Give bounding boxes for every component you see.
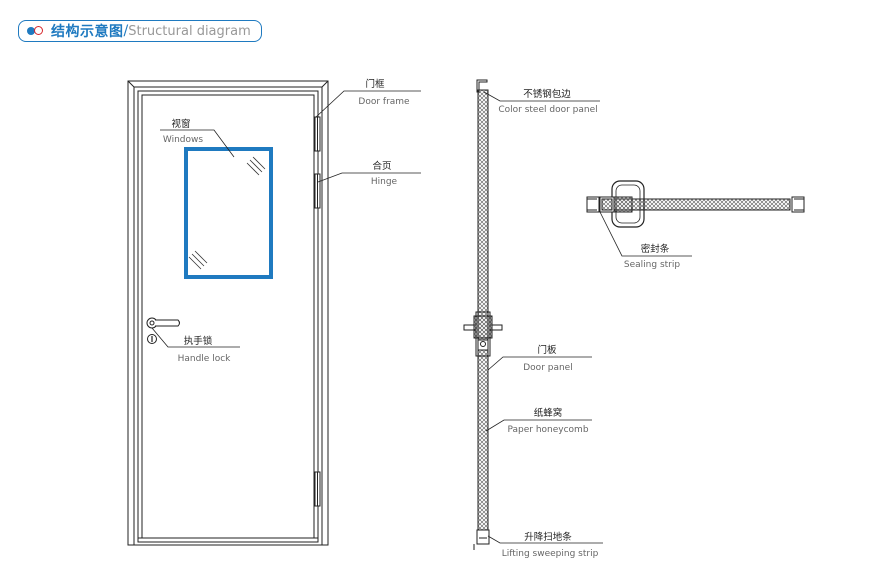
front-leader-lines bbox=[151, 90, 421, 348]
sealing-strip-leader bbox=[599, 211, 692, 257]
sealing-strip-label-zh: 密封条 bbox=[641, 243, 670, 255]
door-leaf-outer bbox=[137, 90, 319, 543]
side-door-panel bbox=[477, 89, 489, 531]
title-chinese: 结构示意图 bbox=[51, 24, 124, 40]
door-frame-inner bbox=[133, 86, 323, 546]
color-steel-label-en: Color steel door panel bbox=[498, 105, 597, 115]
sealing-strip-label-en: Sealing strip bbox=[624, 260, 680, 270]
section-title-badge: 结构示意图/Structural diagram bbox=[18, 20, 262, 42]
hinge-label-en: Hinge bbox=[371, 177, 398, 187]
lifting-strip-label-en: Lifting sweeping strip bbox=[502, 549, 599, 559]
windows-label-zh: 视窗 bbox=[171, 118, 190, 130]
windows-label-en: Windows bbox=[163, 135, 203, 145]
handle-lock-label-en: Handle lock bbox=[178, 354, 232, 364]
side-handle bbox=[463, 311, 503, 357]
door-panel-label-en: Door panel bbox=[523, 363, 572, 373]
door-front-view bbox=[127, 80, 329, 546]
color-steel-label-zh: 不锈钢包边 bbox=[523, 88, 571, 100]
paper-honeycomb-label-zh: 纸蜂窝 bbox=[534, 407, 563, 419]
paper-honeycomb-label-en: Paper honeycomb bbox=[507, 425, 588, 435]
door-leaf-inner bbox=[141, 94, 315, 539]
handle-lock-front bbox=[146, 317, 180, 344]
door-panel-label-zh: 门板 bbox=[537, 344, 557, 356]
hinge-label-zh: 合页 bbox=[372, 160, 391, 172]
handle-lock-label-zh: 执手锁 bbox=[184, 335, 213, 347]
title-english: Structural diagram bbox=[128, 23, 251, 39]
door-side-section bbox=[463, 79, 503, 550]
lifting-sweep-strip bbox=[476, 529, 490, 545]
glass-reflection-marks bbox=[188, 156, 266, 270]
lifting-strip-label-zh: 升降扫地条 bbox=[524, 531, 572, 543]
title-separator: / bbox=[123, 23, 129, 39]
door-frame-label-zh: 门框 bbox=[365, 78, 385, 90]
bullet-dots-icon bbox=[27, 26, 45, 36]
door-frame-label-en: Door frame bbox=[358, 97, 410, 107]
door-top-section bbox=[586, 180, 805, 228]
side-leader-lines bbox=[483, 91, 603, 544]
